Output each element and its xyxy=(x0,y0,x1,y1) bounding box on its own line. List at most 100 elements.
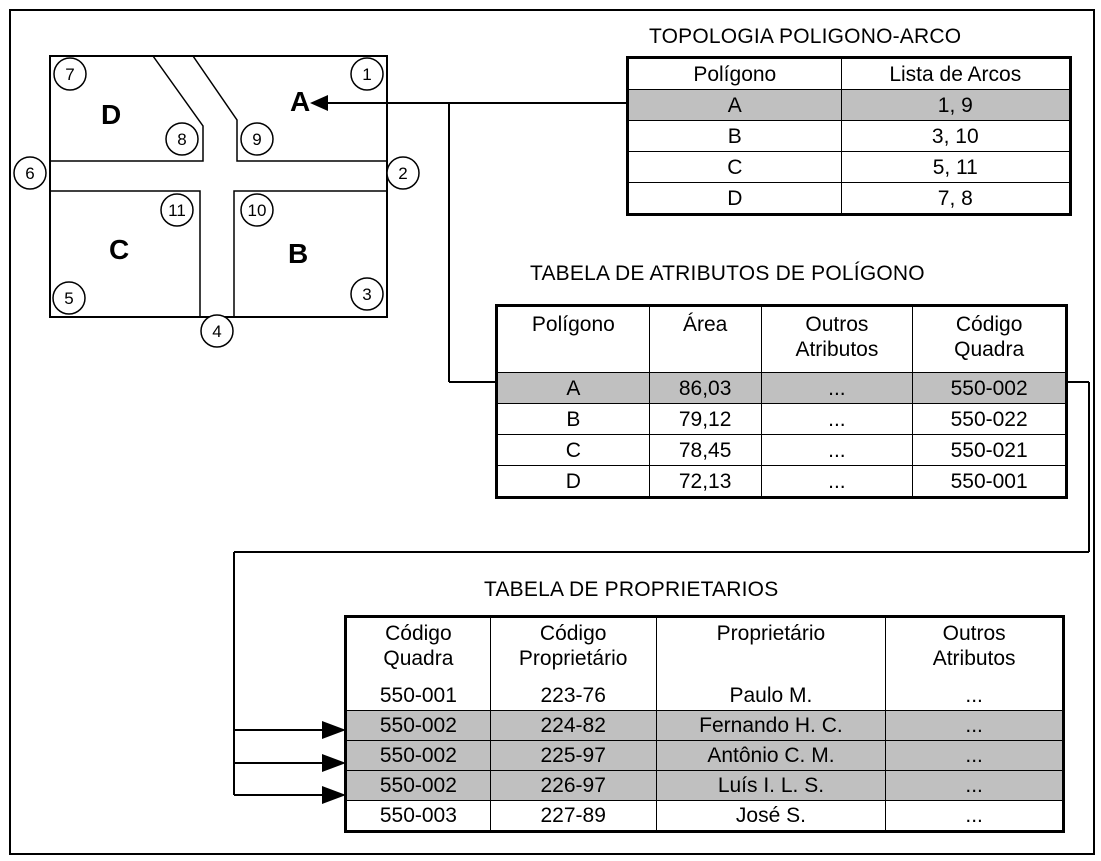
arc-circle-7 xyxy=(53,57,87,91)
arc-number-4: 4 xyxy=(212,322,221,341)
map-streets xyxy=(50,55,387,317)
table-cell: ... xyxy=(760,465,914,497)
table-cell: 550-001 xyxy=(346,681,491,711)
arc-labels: 1 2 3 4 5 6 7 8 9 10 11 xyxy=(13,57,420,348)
arc-number-10: 10 xyxy=(248,201,267,220)
table-cell: 550-003 xyxy=(346,800,491,831)
table-cell: ... xyxy=(760,372,914,404)
arc-number-1: 1 xyxy=(362,65,371,84)
table-cell: 550-002 xyxy=(346,770,491,801)
arc-circle-9 xyxy=(240,122,274,156)
arc-number-6: 6 xyxy=(25,164,34,183)
arc-number-2: 2 xyxy=(398,164,407,183)
arrow-owner-row-3 xyxy=(322,786,346,804)
arc-circle-8 xyxy=(165,122,199,156)
figure-frame xyxy=(9,9,1095,855)
table-cell: 5, 11 xyxy=(840,151,1071,183)
table-cell: ... xyxy=(760,434,914,466)
table-cell: 3, 10 xyxy=(840,120,1071,152)
table-cell: Luís I. L. S. xyxy=(655,770,887,801)
table-cell: Fernando H. C. xyxy=(655,710,887,741)
table-cell: 226-97 xyxy=(489,770,657,801)
table-cell: ... xyxy=(885,800,1063,831)
table-cell: A xyxy=(628,89,842,121)
connector-attributes-to-owners xyxy=(233,381,1090,796)
polygon-label-b: B xyxy=(288,238,308,269)
table-cell: ... xyxy=(885,710,1063,741)
table-cell: Lista de Arcos xyxy=(840,58,1071,90)
arrow-owner-row-2 xyxy=(322,754,346,772)
table-cell: 1, 9 xyxy=(840,89,1071,121)
table-cell: Proprietário xyxy=(655,617,887,681)
topology-title: TOPOLOGIA POLIGONO-ARCO xyxy=(649,25,962,48)
table-cell: 86,03 xyxy=(648,372,762,404)
table-cell: 550-002 xyxy=(346,710,491,741)
arc-circle-10 xyxy=(240,193,274,227)
arc-number-3: 3 xyxy=(362,285,371,304)
table-cell: 223-76 xyxy=(489,681,657,711)
table-cell: B xyxy=(628,120,842,152)
table-cell: D xyxy=(628,182,842,214)
arc-circle-2 xyxy=(386,156,420,190)
arc-number-11: 11 xyxy=(168,201,186,220)
table-cell: 550-002 xyxy=(346,740,491,771)
arc-circle-1 xyxy=(350,57,384,91)
connector-topology-to-map xyxy=(320,102,628,383)
table-cell: 78,45 xyxy=(648,434,762,466)
arc-number-7: 7 xyxy=(65,65,74,84)
arc-circle-3 xyxy=(350,277,384,311)
arc-number-5: 5 xyxy=(64,289,73,308)
table-cell: D xyxy=(497,465,650,497)
table-cell: 225-97 xyxy=(489,740,657,771)
table-cell: ... xyxy=(885,740,1063,771)
arrow-to-polygon-a xyxy=(310,95,328,111)
polygon-label-a: A xyxy=(290,86,310,117)
table-cell: 550-002 xyxy=(912,372,1066,404)
table-cell: Antônio C. M. xyxy=(655,740,887,771)
arc-number-9: 9 xyxy=(252,130,261,149)
table-cell: C xyxy=(628,151,842,183)
table-cell: ... xyxy=(885,681,1063,711)
table-cell: 7, 8 xyxy=(840,182,1071,214)
map-boundary xyxy=(49,55,388,318)
table-cell: 550-001 xyxy=(912,465,1066,497)
table-cell: 79,12 xyxy=(648,403,762,435)
table-cell: Polígono xyxy=(628,58,842,90)
arrow-owner-row-1 xyxy=(322,721,346,739)
arc-number-8: 8 xyxy=(177,130,186,149)
arc-circle-11 xyxy=(160,193,194,227)
polygon-label-d: D xyxy=(101,99,121,130)
table-cell: 227-89 xyxy=(489,800,657,831)
table-cell: 550-021 xyxy=(912,434,1066,466)
table-cell: 72,13 xyxy=(648,465,762,497)
table-cell: C xyxy=(497,434,650,466)
arc-circle-4 xyxy=(200,314,234,348)
table-cell: B xyxy=(497,403,650,435)
table-cell: 550-022 xyxy=(912,403,1066,435)
arc-circle-5 xyxy=(52,281,86,315)
polygon-label-c: C xyxy=(109,234,129,265)
table-cell: ... xyxy=(885,770,1063,801)
